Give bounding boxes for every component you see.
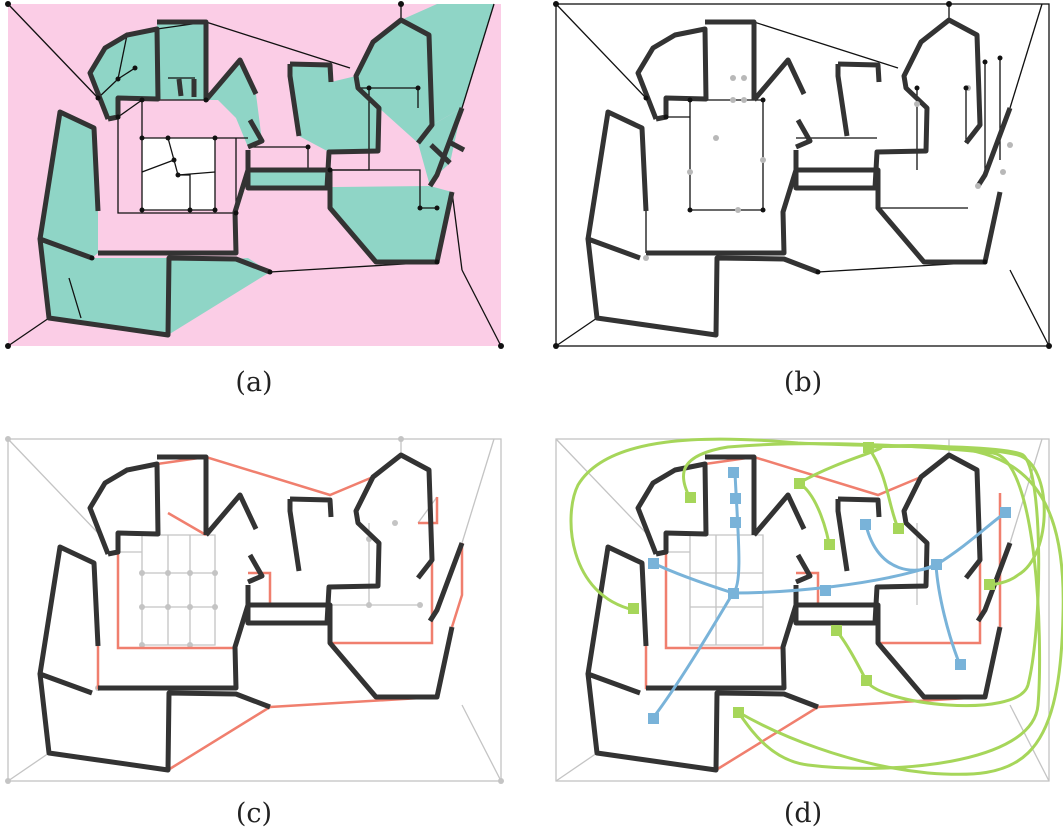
vertices-a [5, 1, 504, 349]
gray-vertices-c [5, 436, 504, 784]
panel-c [5, 436, 504, 784]
panel-d [555, 437, 1063, 782]
panel-a [5, 1, 504, 349]
panel-b [553, 1, 1052, 349]
caption-b: (b) [784, 367, 822, 398]
vertices-b [553, 1, 1052, 349]
blue-nodes [648, 467, 1011, 724]
green-nodes [628, 442, 995, 718]
frame-b [555, 3, 1050, 347]
red-edges-d [586, 455, 1002, 772]
teal-regions [40, 4, 494, 335]
gray-graph-c [7, 438, 502, 782]
caption-d: (d) [784, 798, 822, 829]
caption-c: (c) [236, 798, 272, 829]
green-curves [569, 437, 1063, 776]
gray-graph-d [555, 438, 1050, 782]
caption-a: (a) [235, 367, 272, 398]
frame-c [7, 438, 502, 782]
